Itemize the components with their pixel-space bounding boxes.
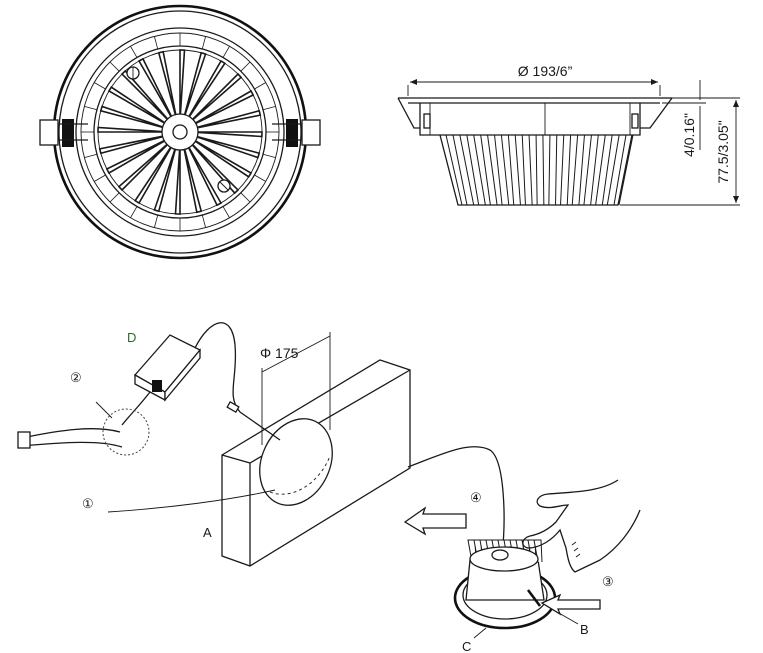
ring-rib (94, 174, 106, 182)
blade (117, 143, 168, 192)
fin (613, 134, 634, 206)
ring-rib (201, 214, 207, 228)
fin (487, 134, 503, 206)
fin (601, 134, 620, 206)
screw-icon (126, 66, 140, 80)
cutout-diameter-label: Φ 175 (260, 345, 299, 361)
fin (590, 134, 606, 206)
spring-clip-right (272, 119, 321, 147)
blade (179, 49, 186, 114)
blade (157, 50, 177, 115)
fin (459, 134, 480, 206)
label-a: A (203, 525, 212, 540)
ring-rib (130, 206, 138, 218)
ring-rib (84, 153, 98, 159)
fin (528, 134, 538, 206)
spring-clip-left (39, 119, 88, 147)
ring-rib (201, 36, 207, 50)
ring-rib (153, 214, 159, 228)
step-4-label: ④ (470, 490, 482, 505)
fin (445, 134, 468, 206)
total-height-label: 77.5/3.05" (715, 120, 731, 183)
blade (120, 69, 169, 120)
label-b: B (580, 622, 589, 637)
ring-rib (222, 46, 230, 58)
ring-rib (222, 206, 230, 218)
ring-rib (84, 105, 98, 111)
detail-circle (102, 408, 150, 456)
downlight-unit (453, 539, 557, 630)
side-fins (445, 134, 634, 206)
step-1-label: ① (82, 496, 94, 511)
installation-view: Φ 175 A D ② ① ④ (17, 322, 641, 653)
blade (188, 59, 226, 117)
ring-rib (262, 105, 276, 111)
top-view (39, 4, 321, 260)
ring-rib (109, 192, 120, 203)
ring-rib (94, 82, 106, 90)
screw-icon (217, 179, 231, 193)
blade (197, 135, 261, 159)
blade (99, 105, 163, 129)
ring-rib (109, 61, 120, 72)
blade (134, 147, 172, 205)
fin (542, 134, 551, 206)
blade (183, 51, 207, 115)
blade (98, 135, 163, 155)
label-d: D (127, 330, 136, 345)
blade (105, 140, 165, 175)
ring-rib (254, 82, 266, 90)
blade (195, 89, 255, 124)
diameter-label: Ø 193/6” (518, 63, 573, 79)
blade (107, 86, 165, 124)
blade (97, 126, 162, 133)
blade (153, 149, 177, 213)
blade (192, 72, 243, 121)
ring-rib (254, 174, 266, 182)
blade (174, 150, 181, 215)
fin (500, 134, 515, 206)
ring-rib (240, 192, 251, 203)
side-view: Ø 193/6” 4/0.16" 77.5/3.05" (397, 63, 740, 206)
fin (473, 134, 491, 206)
blade (137, 57, 172, 117)
label-c: C (462, 639, 471, 653)
blade (198, 131, 263, 138)
blade (195, 140, 253, 178)
driver-box (133, 334, 202, 402)
fin (514, 134, 526, 206)
blade (188, 147, 223, 207)
blade (183, 149, 203, 214)
hand-icon (522, 479, 641, 573)
flange-height-label: 4/0.16" (681, 113, 697, 157)
ring-rib (130, 46, 138, 58)
ring-rib (262, 153, 276, 159)
fin (578, 134, 592, 206)
ring-rib (240, 61, 251, 72)
step-3-label: ③ (602, 574, 614, 589)
step-2-label: ② (70, 370, 82, 385)
fin (555, 134, 565, 206)
fin (566, 134, 579, 206)
blade (197, 109, 262, 129)
ring-rib (153, 36, 159, 50)
